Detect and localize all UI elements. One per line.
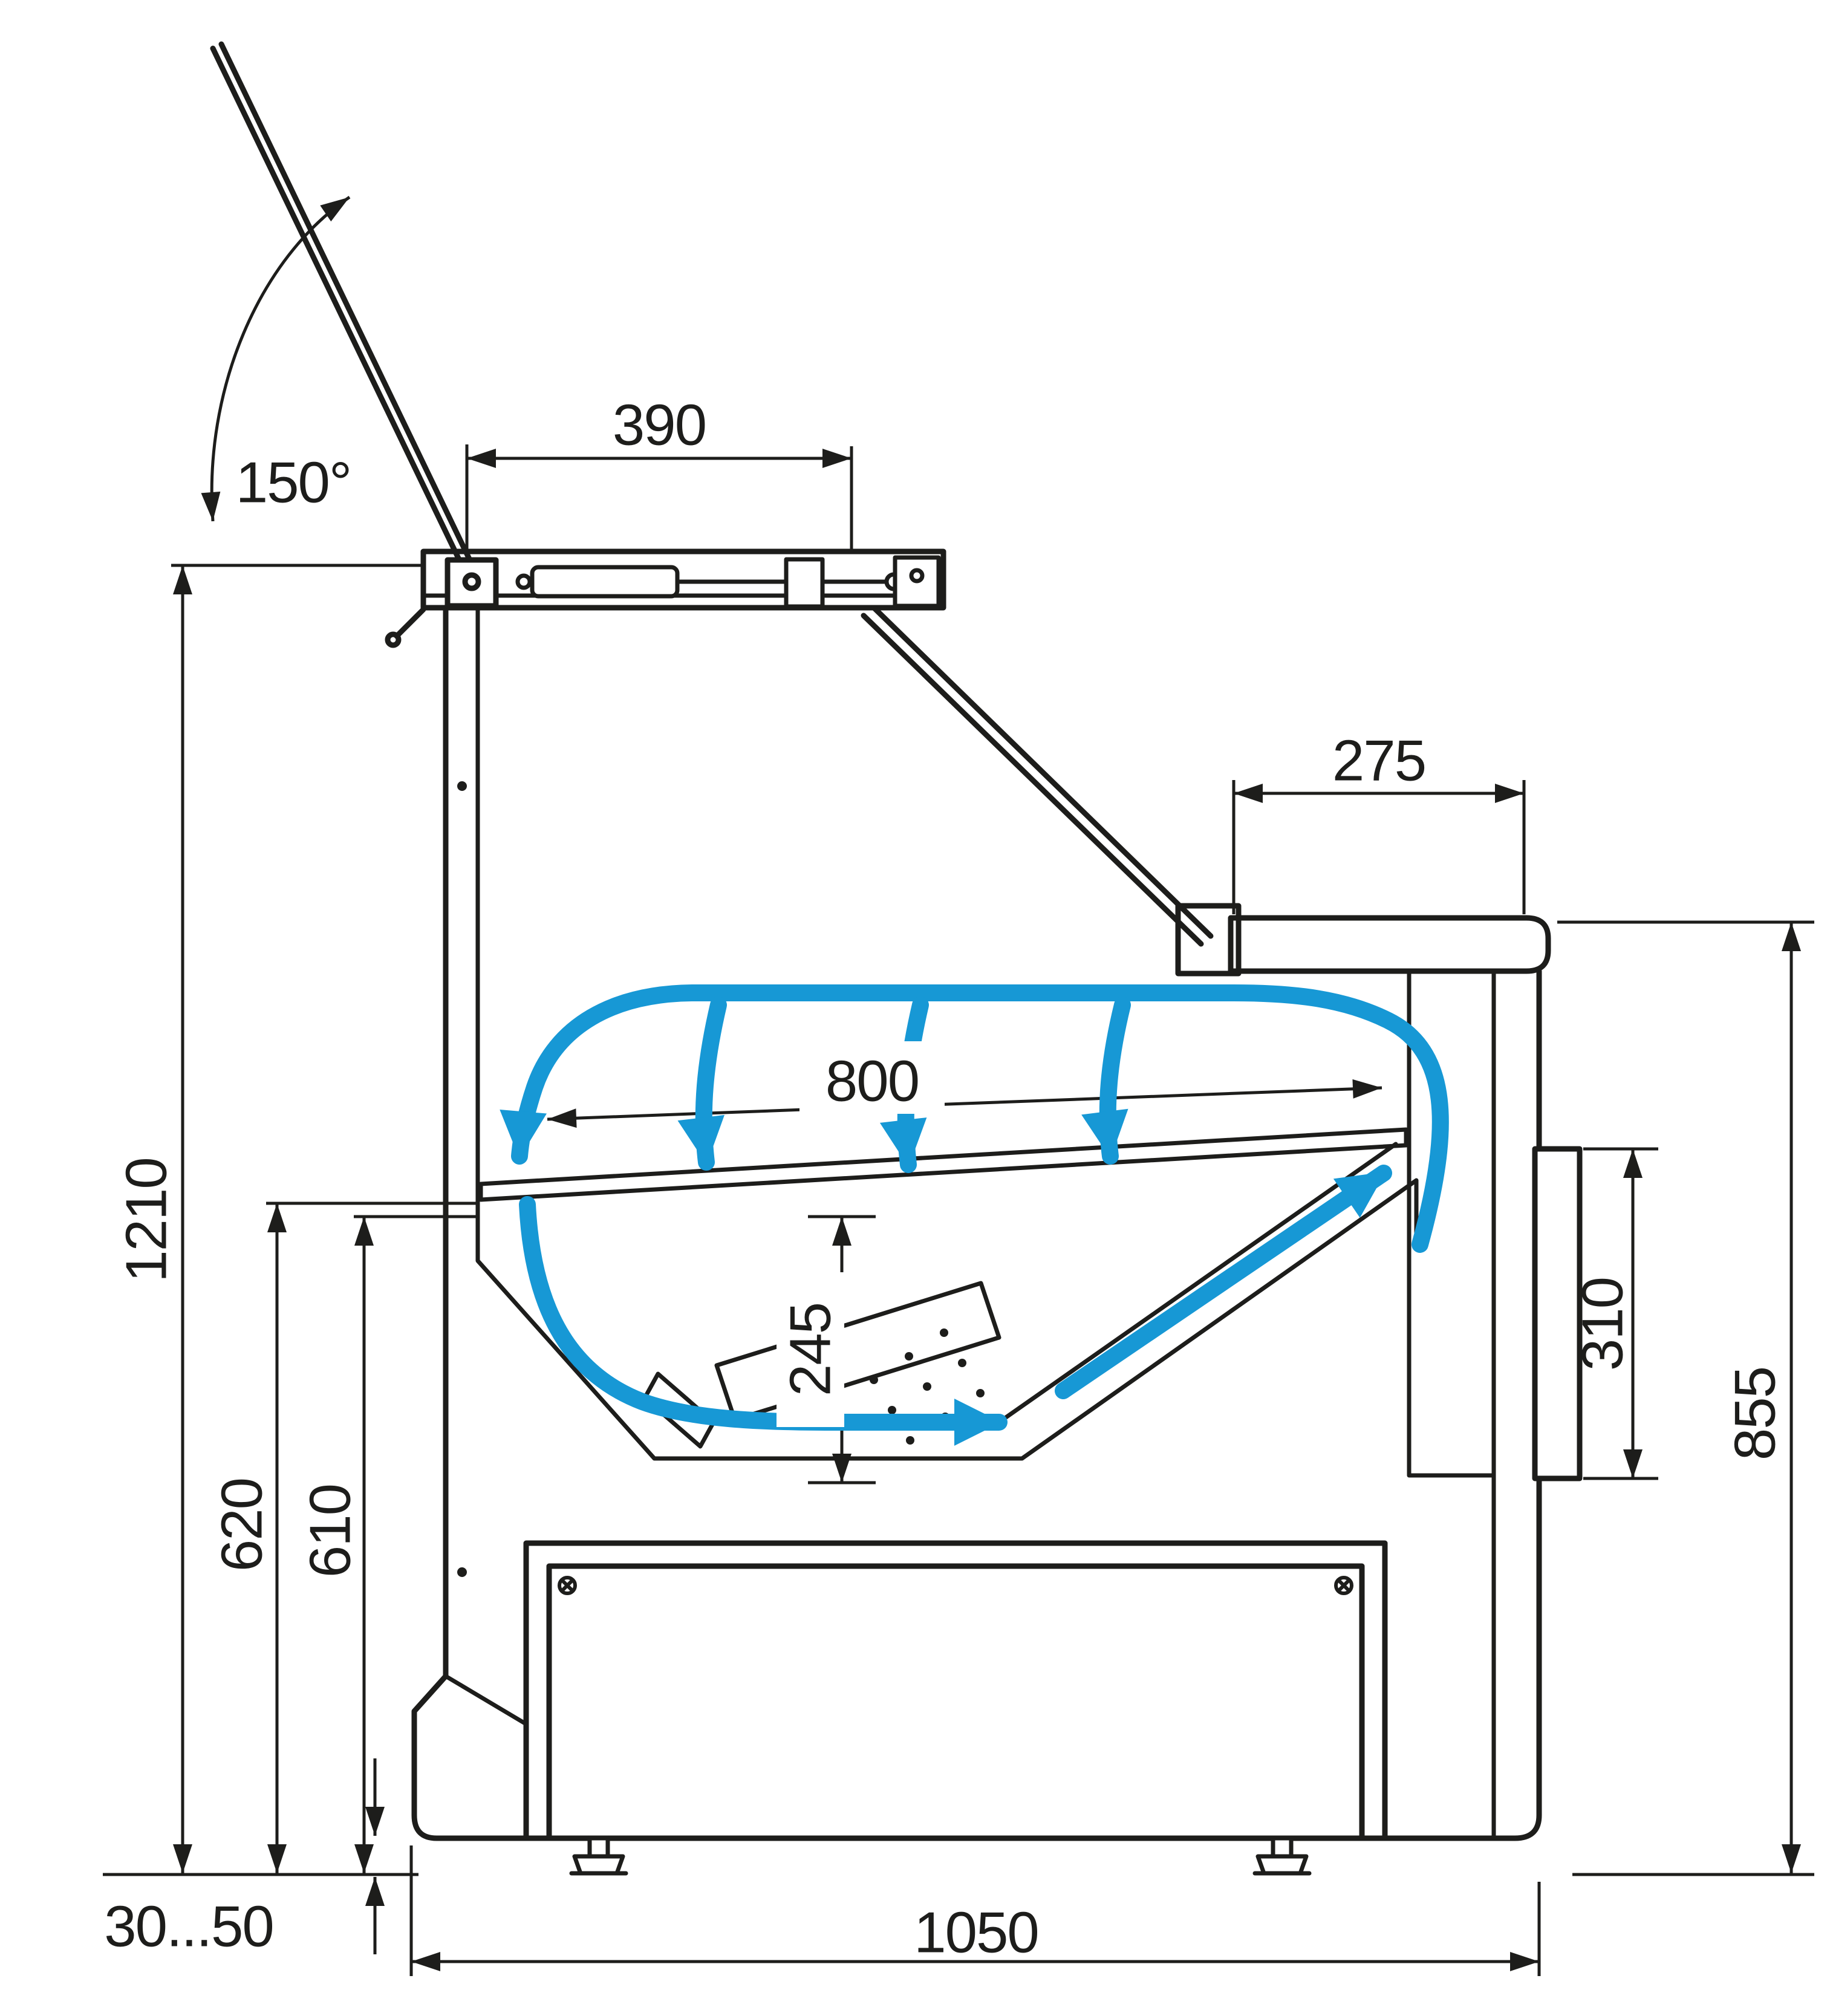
dim-label-275: 275 (1332, 729, 1425, 793)
ext-390 (465, 444, 853, 553)
dim-label-150deg: 150° (236, 450, 351, 515)
back-panel-bolts (457, 781, 467, 1577)
ext-310 (1583, 1147, 1658, 1480)
glass-sill (1175, 903, 1242, 977)
case-body (210, 41, 1583, 1876)
airflow-return-duct (519, 1196, 1008, 1446)
airflow-drop-1 (677, 997, 727, 1171)
perforation-dots (870, 1328, 985, 1445)
lid-glass (210, 41, 490, 610)
countertop (1228, 915, 1551, 974)
airflow-drop-3 (1081, 997, 1131, 1165)
foot-left (569, 1836, 628, 1876)
dim-label-390: 390 (613, 393, 706, 458)
label-mask-245 (777, 1272, 844, 1427)
airflow-riser (1055, 1165, 1392, 1399)
dimension-lines (103, 195, 1814, 1976)
ext-1210-floor (103, 564, 422, 1876)
gas-strut-cylinder (530, 565, 680, 599)
foot-right (1252, 1836, 1312, 1876)
dim-arc-150 (201, 195, 351, 522)
evaporator-panel (714, 1281, 1001, 1422)
dim-label-620: 620 (210, 1478, 275, 1572)
dim-label-610: 610 (298, 1484, 363, 1578)
plinth-screws (558, 1576, 1353, 1595)
dim-label-1050: 1050 (914, 1901, 1038, 1965)
dim-label-310: 310 (1571, 1278, 1635, 1371)
dim-label-245: 245 (778, 1303, 843, 1396)
lid-stop-arm (394, 606, 426, 639)
front-grille (1532, 1146, 1583, 1481)
canopy-mechanism (515, 555, 941, 609)
ext-275 (1232, 780, 1526, 914)
dim-label-855: 855 (1723, 1367, 1788, 1460)
dim-line-800 (547, 1079, 1382, 1128)
base-plinth (523, 1540, 1388, 1841)
front-glass (861, 605, 1214, 947)
open-lid (210, 41, 499, 648)
hinge-bracket (784, 557, 825, 609)
case-outline (411, 548, 1542, 1841)
ext-855 (1557, 920, 1814, 1876)
airflow-main-curtain (500, 984, 1449, 1253)
dim-label-feet-range: 30...50 (104, 1894, 273, 1959)
label-mask-800 (799, 1041, 945, 1114)
dimension-labels: 390 150° 275 800 1210 620 610 245 310 85… (104, 393, 1787, 1965)
airflow (500, 984, 1449, 1446)
lid-hinge (444, 557, 499, 609)
dim-label-1210: 1210 (114, 1158, 179, 1283)
dim-label-800: 800 (825, 1049, 919, 1114)
